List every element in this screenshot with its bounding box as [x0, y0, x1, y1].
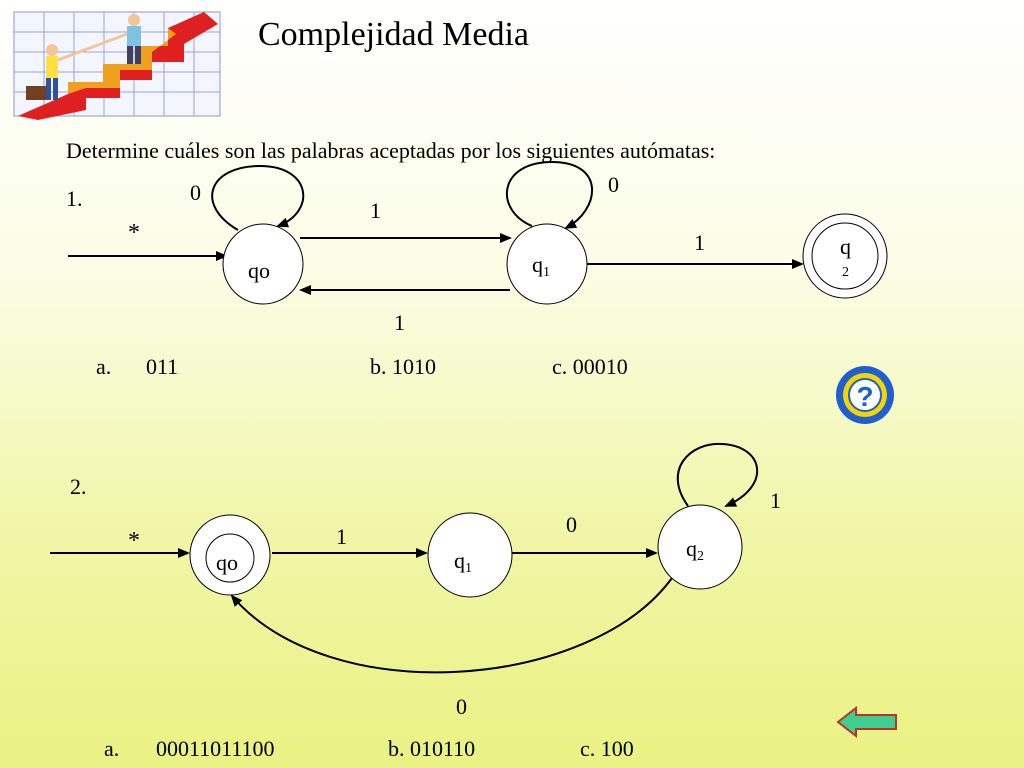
a1-state-q0-label: qo — [248, 258, 270, 283]
a1-state-q2-inner — [811, 222, 879, 290]
a1-option-a-word: 011 — [146, 354, 179, 379]
a1-state-q0 — [222, 223, 304, 305]
a2-state-q1 — [427, 512, 513, 598]
a2-loop-q2 — [676, 442, 758, 507]
business-growth-clipart — [13, 11, 221, 120]
page-title: Complejidad Media — [258, 16, 530, 53]
a1-label-q1-q2: 1 — [694, 230, 705, 255]
back-arrow-icon[interactable] — [836, 706, 898, 738]
a1-loop-q1 — [505, 160, 593, 229]
a2-label-q2-loop: 1 — [770, 488, 781, 513]
a2-state-q0-inner — [205, 533, 255, 583]
a2-number: 2. — [70, 474, 87, 499]
a1-label-q0-q1: 1 — [370, 198, 381, 223]
a2-state-q2-label: q2 — [686, 536, 704, 564]
a1-start-marker: * — [128, 220, 140, 246]
a2-state-q2 — [657, 504, 743, 590]
a2-label-q2-q0: 0 — [456, 694, 467, 719]
a1-state-q1-label: q1 — [532, 252, 550, 280]
a2-state-q0-label: qo — [216, 550, 238, 575]
automaton-2-graph — [50, 442, 758, 674]
a1-number: 1. — [66, 186, 83, 211]
svg-text:?: ? — [856, 381, 873, 412]
a2-option-a-letter: a. — [104, 736, 120, 761]
automaton-1-graph — [68, 160, 888, 305]
a2-option-a-word: 00011011100 — [156, 736, 275, 761]
a2-start-marker: * — [128, 528, 140, 554]
instruction-text: Determine cuáles son las palabras acepta… — [66, 138, 716, 163]
a1-loop-q0 — [211, 164, 305, 231]
a2-label-q0-q1: 1 — [336, 524, 347, 549]
a1-option-c: c. 00010 — [552, 354, 628, 379]
a1-label-q1-q0: 1 — [394, 310, 405, 335]
a2-label-q1-q2: 0 — [566, 512, 577, 537]
a1-label-q0-loop: 0 — [190, 180, 201, 205]
a2-option-b: b. 010110 — [388, 736, 476, 761]
a1-option-a-letter: a. — [96, 354, 112, 379]
a2-edge-q2-q0 — [230, 577, 673, 674]
a2-option-c: c. 100 — [580, 736, 634, 761]
help-icon[interactable]: ? — [834, 364, 896, 426]
a1-label-q1-loop: 0 — [608, 172, 619, 197]
a1-option-b: b. 1010 — [370, 354, 436, 379]
a2-state-q1-label: q1 — [454, 548, 472, 576]
